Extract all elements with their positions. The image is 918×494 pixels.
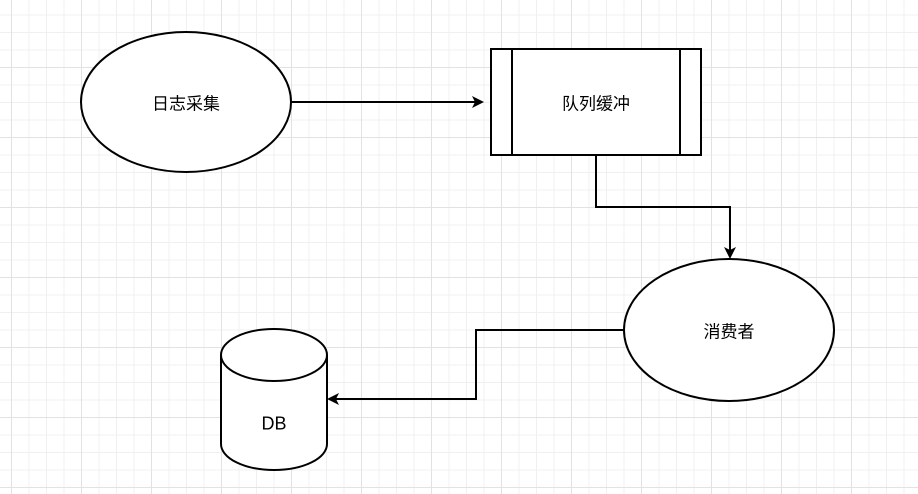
node-db-label: DB [261,413,287,434]
edge-consumer-to-db[interactable] [327,329,624,405]
edge-queue-to-consumer[interactable] [595,155,736,259]
node-consumer-label: 消费者 [703,322,755,343]
node-db[interactable] [220,328,328,471]
node-queue-buffer-label: 队列缓冲 [562,94,630,115]
node-queue-buffer[interactable] [490,48,702,156]
node-log-collection[interactable] [80,31,292,173]
node-consumer[interactable] [623,258,835,402]
node-log-collection-label: 日志采集 [152,94,220,115]
